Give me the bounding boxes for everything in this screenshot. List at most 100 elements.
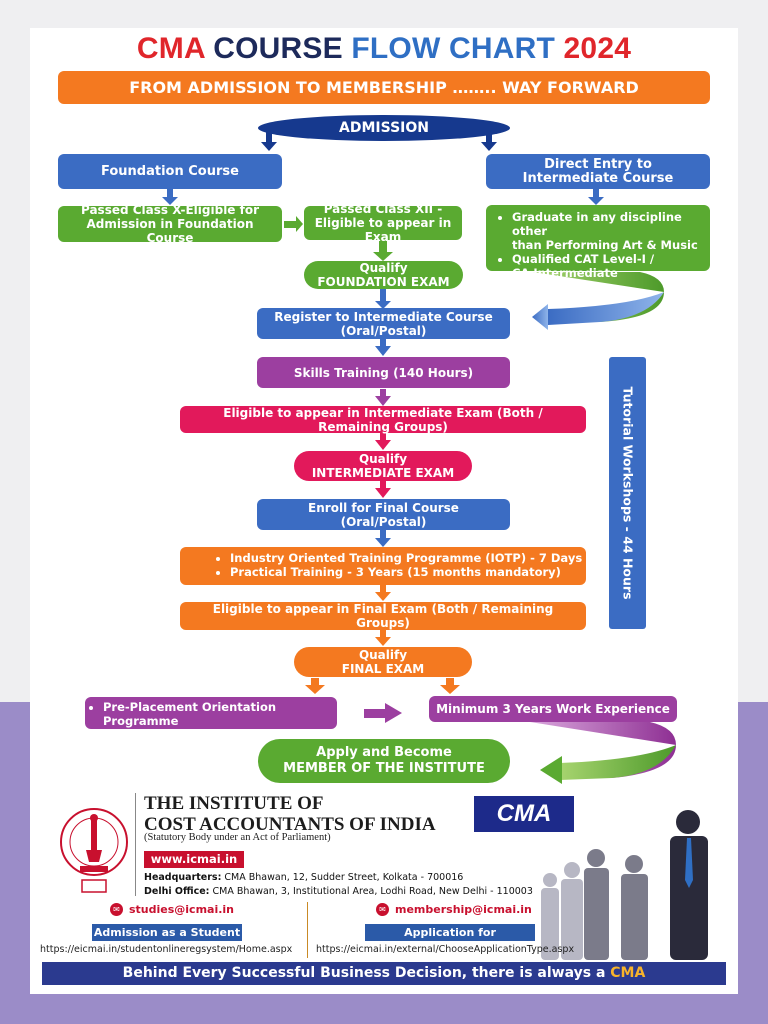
icai-seal-logo xyxy=(60,808,128,893)
website-link[interactable]: www.icmai.in xyxy=(144,851,244,868)
class-x-to-xii-arrow xyxy=(284,216,303,232)
subtitle-text: FROM ADMISSION TO MEMBERSHIP …….. WAY FO… xyxy=(129,77,639,97)
enroll-final-line2: (Oral/Postal) xyxy=(340,514,427,529)
training-to-eligible-final-arrow xyxy=(375,585,391,601)
studies-email[interactable]: ✉ studies@icmai.in xyxy=(110,903,234,916)
experience-curve-tail xyxy=(560,745,676,780)
footer-highlight: CMA xyxy=(610,965,646,981)
institute-name-line1: THE INSTITUTE OF xyxy=(144,793,324,814)
skills-training-label: Skills Training (140 Hours) xyxy=(293,365,474,380)
placement-node: Pre-Placement Orientation Programme Camp… xyxy=(85,697,337,742)
passed-class-xii-node: Passed Class XII - Eligible to appear in… xyxy=(304,202,462,244)
title-course: COURSE xyxy=(213,32,343,65)
passed-class-x-line2: Admission in Foundation Course xyxy=(86,217,254,245)
qualify-final-line1: Qualify xyxy=(358,648,408,662)
qualify-final-line2: FINAL EXAM xyxy=(341,662,425,676)
experience-curve-head xyxy=(540,756,562,784)
apply-member-node: Apply and Become MEMBER OF THE INSTITUTE xyxy=(258,739,510,783)
tutorial-workshops-bar: Tutorial Workshops - 44 Hours xyxy=(609,357,646,629)
membership-email-text: membership@icmai.in xyxy=(395,903,532,916)
placement-item: Pre-Placement Orientation Programme xyxy=(103,700,337,728)
qualify-foundation-line1: Qualify xyxy=(359,261,408,275)
institute-name: THE INSTITUTE OF COST ACCOUNTANTS OF IND… xyxy=(144,793,436,835)
student-url[interactable]: https://eicmai.in/studentonlineregsystem… xyxy=(40,944,293,955)
register-to-skills-arrow xyxy=(375,339,391,356)
register-intermediate-line2: (Oral/Postal) xyxy=(340,323,427,338)
eligible-intermediate-label: Eligible to appear in Intermediate Exam … xyxy=(223,405,543,434)
direct-entry-curve-tail xyxy=(548,292,664,325)
page-title: CMA COURSE FLOW CHART 2024 xyxy=(30,32,738,66)
studies-email-text: studies@icmai.in xyxy=(129,903,235,916)
institute-subtitle: (Statutory Body under an Act of Parliame… xyxy=(144,832,331,843)
eligible-to-qualify-final-arrow xyxy=(375,630,391,646)
passed-class-xii-line2: Eligible to appear in Exam xyxy=(314,216,452,244)
title-cma: CMA xyxy=(136,32,205,65)
placement-item: Campus/Off Campus Placement xyxy=(103,728,337,742)
apply-member-line2: MEMBER OF THE INSTITUTE xyxy=(283,761,485,776)
final-training-item: Industry Oriented Training Programme (IO… xyxy=(230,551,586,565)
apply-member-line1: Apply and Become xyxy=(316,745,452,760)
business-people-illustration xyxy=(541,810,708,960)
admission-node: ADMISSION xyxy=(258,115,510,141)
tutorial-workshops-label: Tutorial Workshops - 44 Hours xyxy=(620,386,635,600)
work-experience-node: Minimum 3 Years Work Experience xyxy=(429,696,677,722)
qualify-foundation-node: Qualify FOUNDATION EXAM xyxy=(304,261,463,289)
enroll-final-line1: Enroll for Final Course xyxy=(308,500,459,515)
direct-entry-line1: Direct Entry to xyxy=(544,156,652,172)
qualify-intermediate-node: Qualify INTERMEDIATE EXAM xyxy=(294,451,472,481)
skills-training-node: Skills Training (140 Hours) xyxy=(257,357,510,388)
eligible-final-label: Eligible to appear in Final Exam (Both /… xyxy=(212,602,554,630)
admission-left-arrow xyxy=(261,132,277,151)
subtitle-banner: FROM ADMISSION TO MEMBERSHIP …….. WAY FO… xyxy=(58,71,710,104)
email-icon: ✉ xyxy=(110,903,123,916)
enroll-final-node: Enroll for Final Course (Oral/Postal) xyxy=(257,499,510,530)
final-training-item: Practical Training - 3 Years (15 months … xyxy=(230,565,586,579)
final-to-experience-arrow xyxy=(440,678,460,694)
direct-entry-node: Direct Entry to Intermediate Course xyxy=(486,154,710,189)
admission-right-arrow xyxy=(481,132,497,151)
title-flow-chart: FLOW CHART xyxy=(351,32,555,65)
passed-class-x-line1: Passed Class X-Eligible for xyxy=(80,203,260,217)
membership-url[interactable]: https://eicmai.in/external/ChooseApplica… xyxy=(316,944,575,955)
register-intermediate-line1: Register to Intermediate Course xyxy=(274,309,493,324)
enroll-to-training-arrow xyxy=(375,530,391,547)
admission-student-button[interactable]: Admission as a Student xyxy=(92,924,242,941)
eligible-to-qualify-arrow xyxy=(375,433,391,450)
membership-email[interactable]: ✉ membership@icmai.in xyxy=(376,903,532,916)
qualify-final-node: Qualify FINAL EXAM xyxy=(294,647,472,677)
final-training-node: Industry Oriented Training Programme (IO… xyxy=(180,547,586,585)
email-icon: ✉ xyxy=(376,903,389,916)
final-to-placement-arrow xyxy=(305,678,325,694)
delhi-address: Delhi Office: CMA Bhawan, 3, Institution… xyxy=(144,886,533,897)
foundation-course-node: Foundation Course xyxy=(58,154,282,189)
qualify-foundation-line2: FOUNDATION EXAM xyxy=(317,275,450,289)
qualify-int-to-enroll-arrow xyxy=(375,481,391,498)
qualify-intermediate-line2: INTERMEDIATE EXAM xyxy=(311,466,455,480)
contacts-divider xyxy=(307,902,308,958)
institute-name-line2: COST ACCOUNTANTS OF INDIA xyxy=(144,814,436,835)
logo-divider xyxy=(135,793,136,896)
placement-to-experience-arrow xyxy=(364,703,402,723)
foundation-down-arrow xyxy=(162,189,178,205)
footer-text: Behind Every Successful Business Decisio… xyxy=(122,965,606,981)
xii-to-qualify-arrow xyxy=(373,239,393,261)
admission-label: ADMISSION xyxy=(339,120,429,136)
hq-address: Headquarters: CMA Bhawan, 12, Sudder Str… xyxy=(144,872,464,883)
skills-to-eligible-arrow xyxy=(375,389,391,406)
eligible-intermediate-node: Eligible to appear in Intermediate Exam … xyxy=(180,405,586,434)
qualify-intermediate-line1: Qualify xyxy=(358,452,408,466)
application-membership-button[interactable]: Application for Membership xyxy=(365,924,535,956)
register-intermediate-node: Register to Intermediate Course (Oral/Po… xyxy=(257,308,510,339)
direct-entry-curve-head xyxy=(532,304,548,330)
criteria-item: Qualified CAT Level-I /CA Intermediate xyxy=(512,252,710,280)
cma-logo: CMA xyxy=(474,796,574,832)
work-experience-label: Minimum 3 Years Work Experience xyxy=(436,702,670,716)
eligible-final-node: Eligible to appear in Final Exam (Both /… xyxy=(180,602,586,630)
cma-logo-text: CMA xyxy=(496,800,552,827)
title-year: 2024 xyxy=(563,32,632,65)
foundation-course-label: Foundation Course xyxy=(101,163,239,179)
direct-entry-line2: Intermediate Course xyxy=(522,170,674,186)
